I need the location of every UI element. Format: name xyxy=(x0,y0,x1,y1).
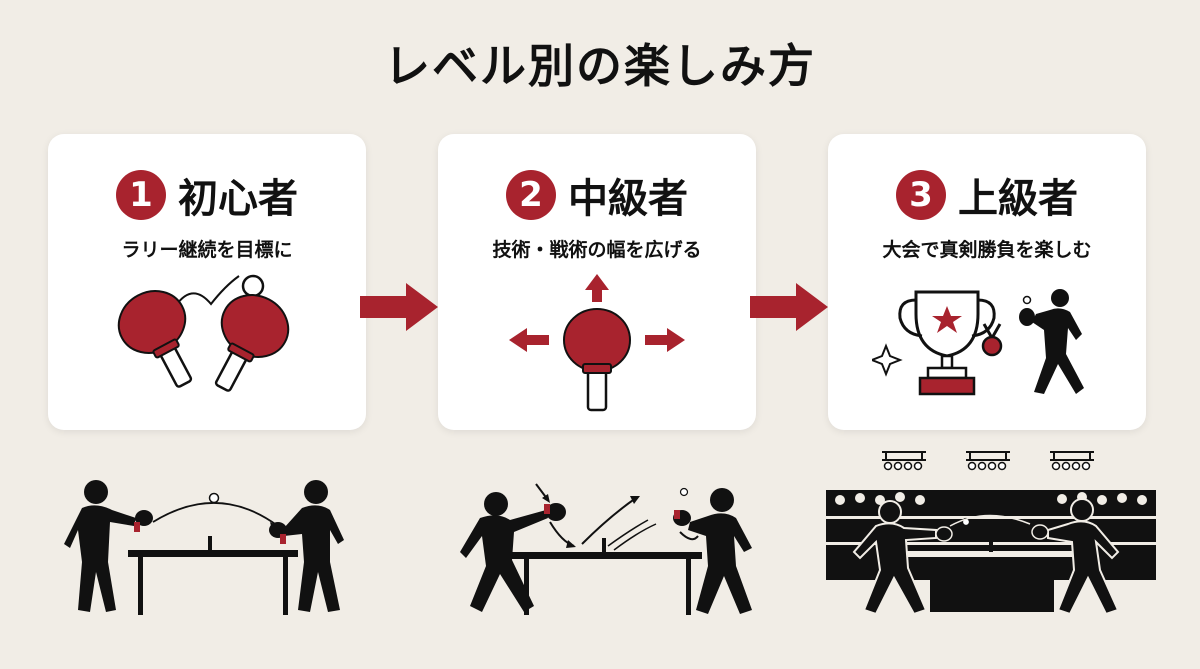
level-number-badge: 1 xyxy=(116,170,166,220)
level-number-badge: 3 xyxy=(896,170,946,220)
two-paddles-rally-icon xyxy=(117,274,290,392)
level-number-badge: 2 xyxy=(506,170,556,220)
level-goal: ラリー継続を目標に xyxy=(121,239,293,261)
trophy-medal-player-icon xyxy=(872,289,1084,396)
spin-shots-scene xyxy=(460,483,752,615)
level-card-header: 1 初心者 xyxy=(48,166,366,224)
arrow-right-icon xyxy=(750,283,828,331)
level-goal: 技術・戦術の幅を広げる xyxy=(492,239,702,261)
level-card-beginner: 1 初心者 ラリー継続を目標に xyxy=(48,134,366,430)
arrow-right-icon xyxy=(360,283,438,331)
level-name: 中級者 xyxy=(568,176,688,222)
paddle-directions-icon xyxy=(509,274,685,412)
casual-rally-scene xyxy=(64,480,344,615)
level-card-intermediate: 2 中級者 技術・戦術の幅を広げる xyxy=(438,134,756,430)
page-title: レベル別の楽しみ方 xyxy=(384,39,816,93)
level-card-header: 2 中級者 xyxy=(438,166,756,224)
level-card-advanced: 3 上級者 大会で真剣勝負を楽しむ xyxy=(828,134,1146,430)
level-name: 上級者 xyxy=(958,176,1078,222)
tournament-crowd-scene xyxy=(826,451,1156,616)
level-goal: 大会で真剣勝負を楽しむ xyxy=(882,239,1092,261)
level-name: 初心者 xyxy=(178,176,298,222)
level-card-header: 3 上級者 xyxy=(828,166,1146,224)
